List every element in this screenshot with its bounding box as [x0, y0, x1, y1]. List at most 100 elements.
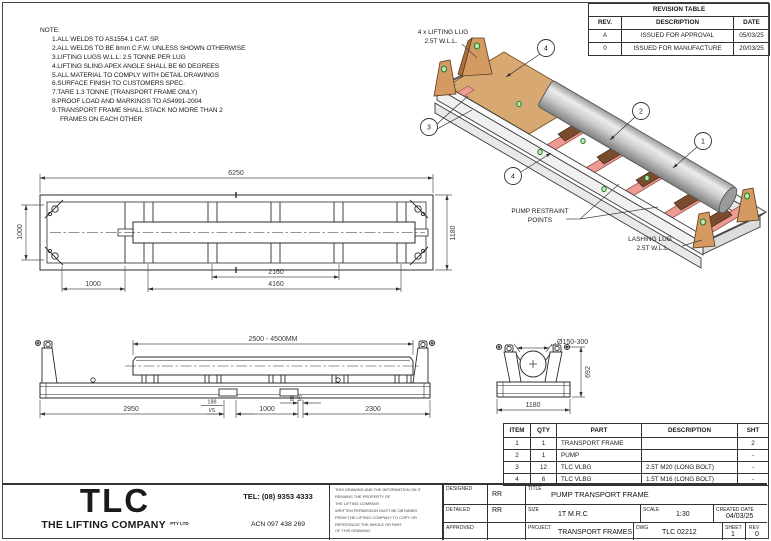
- rev-label: REV: [749, 525, 760, 531]
- part-sht: 2: [751, 440, 755, 447]
- side-dim-mid: 1000: [259, 406, 275, 413]
- part-name: PUMP: [557, 450, 642, 461]
- part-description: [642, 438, 738, 449]
- plan-dim-width-lugs: 1000: [17, 224, 24, 240]
- part-sht: -: [751, 464, 755, 471]
- revision-table-header: REV. DESCRIPTION DATE: [589, 17, 769, 30]
- side-dim-right: 2300: [365, 406, 381, 413]
- parts-row: 4 6 TLC VLBG 1.5T M16 (LONG BOLT) -: [504, 474, 768, 485]
- dwg-label: DWG: [636, 525, 649, 531]
- balloon-1: 1: [701, 139, 705, 146]
- note-item: 4.LIFTING SLING APEX ANGLE SHALL BE 60 D…: [52, 62, 220, 70]
- size-value: 1T M.R.C: [558, 511, 588, 518]
- rev-date: 05/03/25: [739, 32, 764, 39]
- dwg-value: TLC 02212: [662, 529, 697, 536]
- revision-table-title: REVISION TABLE: [589, 4, 769, 17]
- disclaimer-line: OF THIS DRAWING.: [335, 528, 372, 534]
- description-col-header: DESCRIPTION: [642, 424, 738, 437]
- approved-label: APPROVED: [446, 525, 474, 531]
- rev-date: 20/03/25: [739, 45, 764, 52]
- company-acn: ACN 097 438 269: [250, 521, 306, 528]
- iso-view: 3 4 4 2 1 4 x LIFTING LUG 2.5T W.L.L. PU…: [418, 29, 767, 269]
- item-col-header: ITEM: [504, 424, 531, 437]
- plan-dim-length: 6250: [228, 170, 244, 177]
- note-item: 2.ALL WELDS TO BE 8mm C.F.W. UNLESS SHOW…: [52, 44, 246, 52]
- sheet-label: SHEET: [725, 525, 742, 531]
- revision-row: A ISSUED FOR APPROVAL 05/03/25: [589, 30, 769, 43]
- plan-dim-width-overall: 1180: [450, 225, 457, 240]
- description-col-header: DESCRIPTION: [622, 17, 734, 29]
- plan-dim-outer: 4160: [268, 281, 284, 288]
- rev-col-header: REV.: [589, 17, 622, 29]
- part-item: 3: [504, 462, 531, 473]
- note-item: 7.TARE 1.3 TONNE (TRANSPORT FRAME ONLY): [52, 89, 198, 97]
- rev-description: ISSUED FOR MANUFACTURE: [622, 43, 734, 55]
- created-date-value: 04/03/25: [726, 513, 754, 520]
- disclaimer-line: REMAINS THE PROPERTY OF: [335, 493, 391, 499]
- part-description: [642, 450, 738, 461]
- project-value: TRANSPORT FRAMES: [558, 529, 633, 536]
- disclaimer-line: WRITTEN PERMISSION MUST BE OBTAINED: [335, 507, 418, 513]
- note-item-continuation: FRAMES ON EACH OTHER: [60, 116, 143, 124]
- company-phone: TEL: (08) 9353 4333: [243, 492, 313, 501]
- title-label: TITLE: [528, 486, 542, 492]
- balloon-4a: 4: [544, 46, 548, 53]
- qty-col-header: QTY: [531, 424, 557, 437]
- note-item: 9.TRANSPORT FRAME SHALL STACK NO MORE TH…: [52, 107, 223, 115]
- note-item: 6.SURFACE FINISH TO CUSTOMERS SPEC.: [52, 80, 185, 88]
- part-item: 4: [504, 474, 531, 485]
- balloon-3: 3: [427, 125, 431, 132]
- lashing-lug-label-line1: LASHING LUG: [628, 236, 672, 243]
- created-date-label: CREATED DATE: [716, 507, 754, 513]
- side-dim-gap2: 88: [290, 395, 296, 401]
- rev-value: A: [589, 30, 622, 42]
- side-dim-gap1-note: I/S: [209, 408, 216, 414]
- end-view: Ø150-300 692 1180: [495, 339, 592, 414]
- note-item: 3.LIFTING LUGS W.L.L: 2.5 TONNE PER LUG: [52, 53, 186, 61]
- parts-table: ITEM QTY PART DESCRIPTION SHT 1 1 TRANSP…: [503, 423, 769, 486]
- part-qty: 1: [531, 438, 557, 449]
- end-dim-height: 692: [585, 366, 592, 378]
- lifting-lug-label-line1: 4 x LIFTING LUG: [418, 29, 469, 36]
- part-item: 1: [504, 438, 531, 449]
- balloon-2: 2: [639, 109, 643, 116]
- company-suffix: PTY LTD: [170, 521, 189, 526]
- part-item: 2: [504, 450, 531, 461]
- end-dim-dia: Ø150-300: [557, 339, 588, 346]
- scale-label: SCALE: [643, 507, 660, 513]
- revision-row: 0 ISSUED FOR MANUFACTURE 20/03/25: [589, 43, 769, 55]
- detailed-value: RR: [492, 507, 503, 514]
- detailed-label: DETAILED: [446, 507, 471, 513]
- scale-value: 1:30: [676, 511, 690, 518]
- balloon-4b: 4: [511, 174, 515, 181]
- part-sht: -: [751, 452, 755, 459]
- parts-row: 3 12 TLC VLBG 2.5T M20 (LONG BOLT) -: [504, 462, 768, 474]
- lifting-lug-label-line2: 2.5T W.L.L.: [424, 38, 457, 45]
- part-col-header: PART: [557, 424, 642, 437]
- designed-value: RR: [492, 491, 503, 498]
- notes-block: NOTE: 1.ALL WELDS TO AS1554.1 CAT. SP. 2…: [40, 27, 245, 125]
- pump-restraint-label-line1: PUMP RESTRAINT: [511, 208, 568, 215]
- plan-dim-inner: 2160: [268, 269, 284, 276]
- date-col-header: DATE: [743, 19, 760, 26]
- company-name: THE LIFTING COMPANY: [41, 519, 166, 531]
- plan-view: 6250 1000 1180 2160 4160 1000: [17, 170, 457, 292]
- note-item: 8.PROOF LOAD AND MARKINGS TO AS4991-2004: [52, 98, 202, 106]
- plan-dim-end-offset: 1000: [85, 281, 101, 288]
- rev-description: ISSUED FOR APPROVAL: [622, 30, 734, 42]
- company-logo: TLC THE LIFTING COMPANY PTY LTD: [15, 484, 215, 533]
- disclaimer-line: FROM THE LIFTING COMPANY TO COPY OR: [335, 514, 417, 520]
- note-item: 1.ALL WELDS TO AS1554.1 CAT. SP.: [52, 35, 160, 43]
- revision-table: REVISION TABLE REV. DESCRIPTION DATE A I…: [588, 3, 770, 56]
- sheet-value: 1: [731, 531, 735, 538]
- part-qty: 6: [531, 474, 557, 485]
- designed-label: DESIGNED: [446, 486, 473, 492]
- end-dim-width: 1180: [525, 402, 540, 409]
- disclaimer-line: THIS DRAWING AND THE INFORMATION ON IT: [335, 487, 421, 492]
- part-qty: 12: [531, 462, 557, 473]
- part-name: TRANSPORT FRAME: [557, 438, 642, 449]
- notes-title: NOTE:: [40, 27, 60, 34]
- side-dim-left: 2950: [123, 406, 139, 413]
- parts-row: 1 1 TRANSPORT FRAME 2: [504, 438, 768, 450]
